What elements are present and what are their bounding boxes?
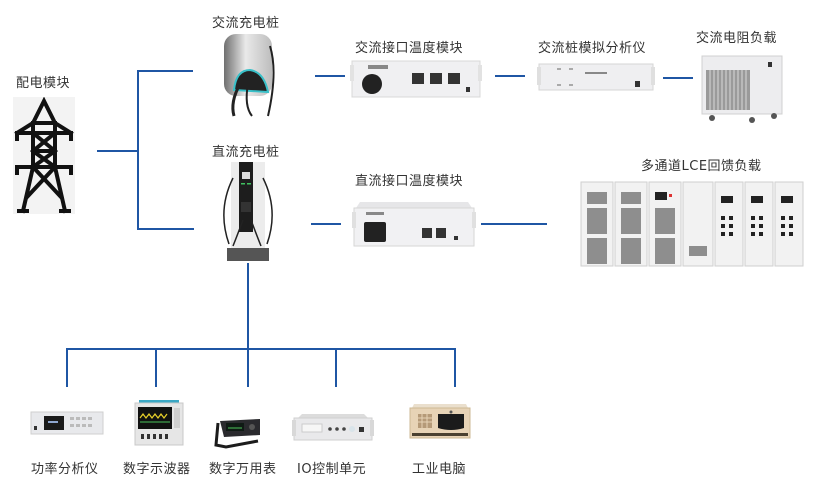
multimeter-icon	[214, 413, 264, 449]
connector-dc-charger-down	[247, 263, 249, 349]
connector-drop-io-unit	[335, 348, 337, 387]
connector-drop-multimeter	[247, 348, 249, 387]
connector-dc-temp-to-lce	[481, 223, 547, 225]
connector-bus-to-dc-charger	[137, 228, 194, 230]
ac-analyzer-icon	[537, 62, 655, 92]
ac-load-label: 交流电阻负载	[696, 31, 778, 46]
industrial-pc-label: 工业电脑	[412, 462, 467, 477]
connector-ac-temp-to-analyzer	[495, 75, 525, 77]
resistive-load-cabinet-icon	[700, 52, 786, 124]
power-analyzer-icon	[30, 410, 104, 436]
dc-temp-module-label: 直流接口温度模块	[355, 174, 464, 189]
oscilloscope-icon	[133, 400, 185, 446]
connector-power-to-bus	[97, 150, 139, 152]
ac-temp-module-icon	[350, 57, 482, 99]
power-module-label: 配电模块	[16, 76, 71, 91]
connector-drop-power-analyzer	[66, 348, 68, 387]
ac-temp-module-label: 交流接口温度模块	[355, 41, 464, 56]
multimeter-label: 数字万用表	[209, 462, 277, 477]
industrial-pc-icon	[408, 402, 472, 440]
connector-drop-industrial-pc	[454, 348, 456, 387]
dc-charger-label: 直流充电桩	[212, 145, 280, 160]
ac-wallbox-charger-icon	[220, 32, 278, 118]
connector-ac-charger-to-temp	[315, 75, 345, 77]
connector-instrument-bus	[66, 348, 456, 350]
power-analyzer-label: 功率分析仪	[31, 462, 99, 477]
connector-ac-analyzer-to-load	[663, 77, 693, 79]
lce-load-label: 多通道LCE回馈负载	[641, 159, 762, 174]
oscilloscope-label: 数字示波器	[123, 462, 191, 477]
ac-analyzer-label: 交流桩模拟分析仪	[538, 41, 647, 56]
dc-temp-module-icon	[352, 198, 476, 248]
connector-drop-oscilloscope	[155, 348, 157, 387]
connector-vertical-bus	[137, 70, 139, 230]
io-control-unit-label: IO控制单元	[297, 462, 367, 477]
io-control-unit-icon	[292, 412, 374, 442]
ac-charger-label: 交流充电桩	[212, 16, 280, 31]
dc-charging-post-icon	[217, 160, 277, 263]
connector-dc-charger-to-temp	[311, 223, 341, 225]
cabinet-array-icon	[579, 180, 805, 270]
power-tower-icon	[13, 97, 75, 214]
connector-bus-to-ac-charger	[137, 70, 193, 72]
